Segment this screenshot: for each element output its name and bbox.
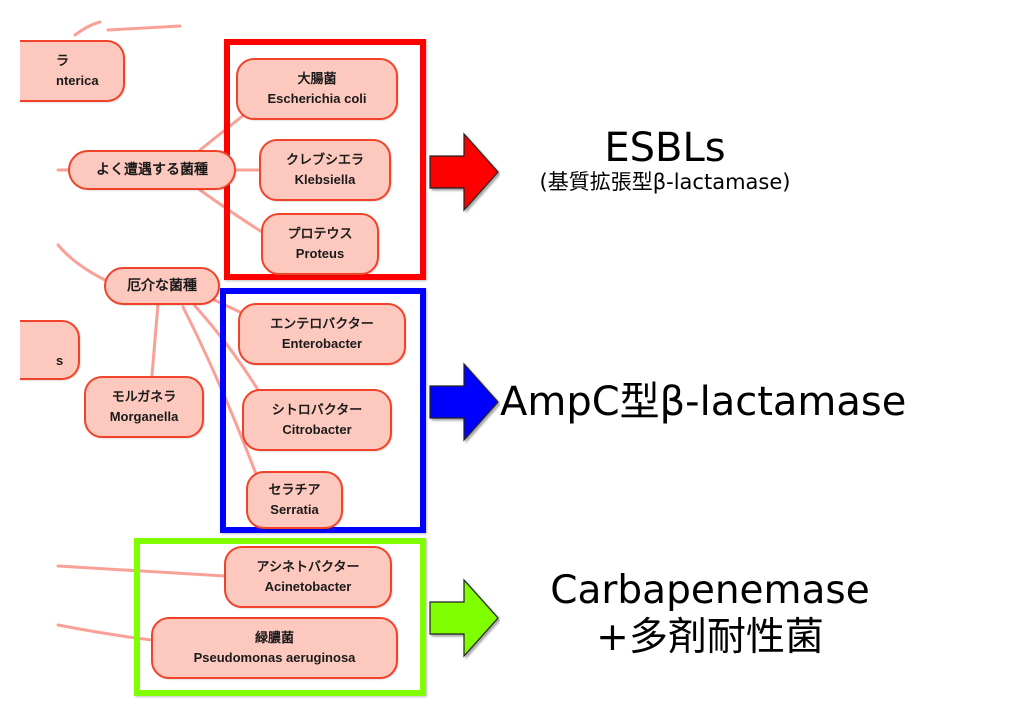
node-jp-label: シトロバクター (271, 402, 363, 418)
node-salmonella-partial[interactable]: ラ nterica (20, 40, 125, 102)
node-en-label: Serratia (270, 502, 319, 517)
node-acinetobacter[interactable]: アシネトバクター Acinetobacter (224, 546, 392, 608)
node-jp-label: 厄介な菌種 (127, 277, 197, 294)
edge-left-troublesome (56, 243, 107, 282)
edge-top-arc (73, 20, 102, 37)
carbapenemase-subtitle: +多剤耐性菌 (596, 614, 824, 660)
node-klebsiella[interactable]: クレブシエラ Klebsiella (259, 139, 391, 201)
node-jp-label: ラ (56, 53, 70, 69)
esbl-label: ESBLs (基質拡張型β-lactamase) (505, 126, 825, 195)
edge-left-acinetobacter (56, 564, 227, 578)
node-pseudomonas[interactable]: 緑膿菌 Pseudomonas aeruginosa (151, 617, 398, 679)
node-en-label: Escherichia coli (267, 91, 367, 106)
ampc-label: AmpC型β-lactamase (500, 380, 980, 424)
esbl-title: ESBLs (604, 125, 726, 171)
esbl-arrow-icon (429, 132, 499, 212)
node-en-label: Acinetobacter (264, 579, 352, 594)
node-citrobacter[interactable]: シトロバクター Citrobacter (242, 389, 392, 451)
node-jp-label: セラチア (268, 482, 321, 498)
edge-troublesome-enterobacter (208, 296, 244, 315)
node-en-label: Enterobacter (281, 336, 363, 351)
node-troublesome-species[interactable]: 厄介な菌種 (104, 267, 220, 305)
node-jp-label: 大腸菌 (297, 71, 337, 87)
node-en-label: Morganella (109, 409, 179, 424)
carbapenemase-title: Carbapenemase (550, 568, 870, 613)
esbl-subtitle: (基質拡張型β-lactamase) (539, 170, 791, 194)
node-morganella[interactable]: モルガネラ Morganella (84, 376, 204, 438)
node-jp-label: エンテロバクター (270, 316, 374, 332)
node-en-label: Proteus (295, 246, 345, 261)
node-jp-label: アシネトバクター (256, 559, 360, 575)
node-en-label: Pseudomonas aeruginosa (193, 650, 356, 665)
ampc-title: AmpC型β-lactamase (500, 379, 907, 425)
carbapenemase-arrow-icon (429, 578, 499, 658)
node-jp-label: 緑膿菌 (254, 630, 294, 646)
carbapenemase-label: Carbapenemase +多剤耐性菌 (510, 568, 910, 662)
node-en-label: Citrobacter (282, 422, 352, 437)
node-en-label: Klebsiella (294, 172, 356, 187)
node-en-label: nterica (56, 73, 99, 88)
edge-troublesome-citrobacter (193, 304, 260, 392)
node-jp-label: プロテウス (287, 226, 353, 242)
node-jp-label: モルガネラ (111, 389, 177, 405)
node-common-species[interactable]: よく遭遇する菌種 (68, 150, 236, 190)
ampc-group-box (220, 288, 426, 533)
node-partial-s[interactable]: s (20, 320, 80, 380)
ampc-arrow-icon (429, 362, 499, 442)
edge-common-proteus (198, 188, 264, 234)
edge-troublesome-morganella (150, 302, 160, 377)
edge-troublesome-serratia (181, 305, 258, 476)
node-jp-label: よく遭遇する菌種 (96, 161, 208, 178)
node-jp-label: クレブシエラ (285, 152, 364, 168)
node-proteus[interactable]: プロテウス Proteus (261, 213, 379, 275)
edge-left-pseudomonas (56, 623, 154, 642)
node-enterobacter[interactable]: エンテロバクター Enterobacter (238, 303, 406, 365)
carbapenemase-group-box (134, 538, 426, 696)
node-en-label: s (56, 353, 64, 369)
node-ecoli[interactable]: 大腸菌 Escherichia coli (236, 58, 398, 120)
node-serratia[interactable]: セラチア Serratia (246, 471, 343, 529)
edge-top-curve (106, 24, 182, 32)
